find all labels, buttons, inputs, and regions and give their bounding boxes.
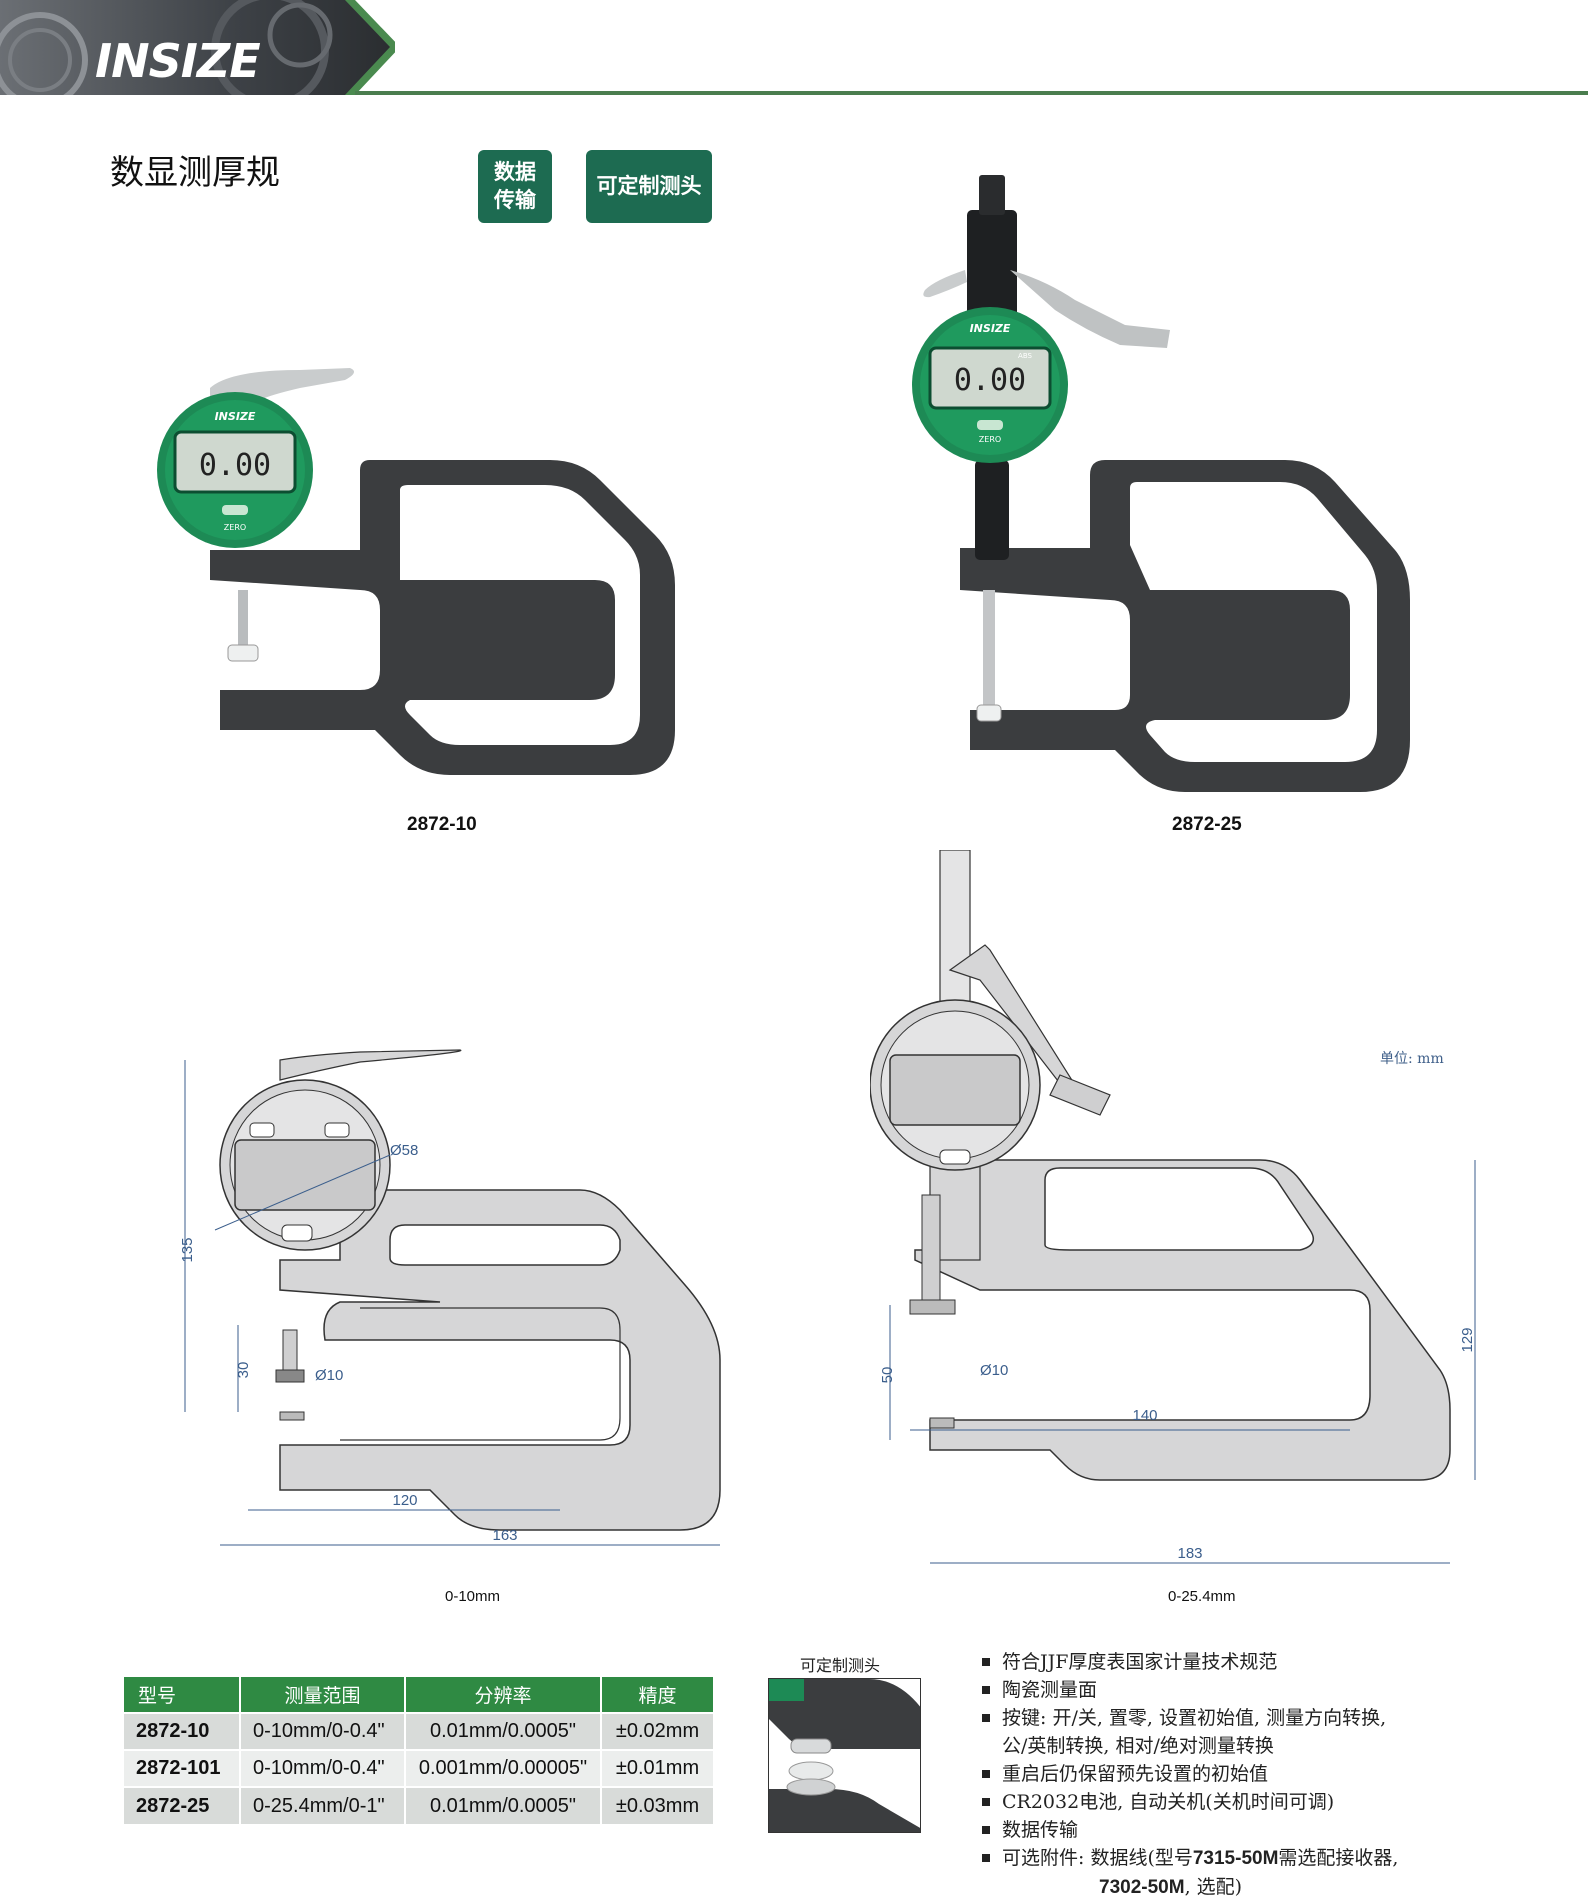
page-title: 数显测厚规 xyxy=(110,153,280,193)
list-item: 数据传输 xyxy=(982,1816,1582,1844)
dim-phi10-left: Ø10 xyxy=(315,1367,343,1384)
cell-range: 0-10mm/0-0.4" xyxy=(240,1712,406,1750)
technical-drawing-2872-25: 50 Ø10 140 129 183 xyxy=(869,849,1510,1580)
custom-probe-title: 可定制测头 xyxy=(800,1656,881,1675)
insize-logo: INSIZE xyxy=(95,34,261,88)
dim-30: 30 xyxy=(235,1362,252,1379)
spec-table: 型号 测量范围 分辨率 精度 2872-10 0-10mm/0-0.4" 0.0… xyxy=(124,1677,715,1824)
header-model: 型号 xyxy=(124,1677,241,1713)
header-banner-image xyxy=(0,0,395,95)
dim-phi58: Ø58 xyxy=(390,1142,418,1159)
cell-resolution: 0.01mm/0.0005" xyxy=(405,1786,602,1824)
caption-2872-10: 2872-10 xyxy=(407,814,477,835)
technical-drawing-2872-10: 135 30 Ø10 Ø58 120 163 xyxy=(160,1040,760,1580)
list-item: 符合JJF厚度表国家计量技术规范 xyxy=(982,1648,1582,1676)
table-row: 2872-10 0-10mm/0-0.4" 0.01mm/0.0005" ±0.… xyxy=(124,1712,715,1750)
cell-range: 0-10mm/0-0.4" xyxy=(240,1749,406,1787)
header: INSIZE xyxy=(0,0,1588,100)
dim-163: 163 xyxy=(492,1527,517,1544)
dial-brand: INSIZE xyxy=(215,410,256,423)
list-item: 重启后仍保留预先设置的初始值 xyxy=(982,1760,1582,1788)
lcd-reading: 0.00 xyxy=(954,363,1026,398)
list-item: 按键: 开/关, 置零, 设置初始值, 测量方向转换,公/英制转换, 相对/绝对… xyxy=(982,1704,1582,1760)
cell-accuracy: ±0.03mm xyxy=(601,1786,715,1824)
table-row: 2872-101 0-10mm/0-0.4" 0.001mm/0.00005" … xyxy=(124,1749,715,1787)
cell-accuracy: ±0.02mm xyxy=(601,1712,715,1750)
cell-model: 2872-25 xyxy=(124,1786,241,1824)
abs-button-label: ABS xyxy=(1018,352,1032,360)
unit-note: 单位: mm xyxy=(1380,1051,1444,1067)
list-item: CR2032电池, 自动关机(关机时间可调) xyxy=(982,1788,1582,1816)
table-row: 2872-25 0-25.4mm/0-1" 0.01mm/0.0005" ±0.… xyxy=(124,1786,715,1824)
dim-50: 50 xyxy=(879,1367,896,1384)
cell-accuracy: ±0.01mm xyxy=(601,1749,715,1787)
cell-resolution: 0.01mm/0.0005" xyxy=(405,1712,602,1750)
dim-183: 183 xyxy=(1177,1545,1202,1562)
table-header-row: 型号 测量范围 分辨率 精度 xyxy=(124,1677,715,1713)
dim-phi10-right: Ø10 xyxy=(980,1362,1008,1379)
dim-120: 120 xyxy=(392,1492,417,1509)
feature-list: 符合JJF厚度表国家计量技术规范 陶瓷测量面 按键: 开/关, 置零, 设置初始… xyxy=(982,1648,1582,1898)
header-divider xyxy=(355,91,1588,95)
custom-probe-image xyxy=(768,1678,921,1833)
header-resolution: 分辨率 xyxy=(405,1677,602,1713)
zero-button-label: ZERO xyxy=(979,435,1001,444)
cell-model: 2872-101 xyxy=(124,1749,241,1787)
dim-140: 140 xyxy=(1132,1407,1157,1424)
caption-2872-25: 2872-25 xyxy=(1172,814,1242,835)
cell-resolution: 0.001mm/0.00005" xyxy=(405,1749,602,1787)
range-caption-0-25-4: 0-25.4mm xyxy=(1168,1588,1236,1605)
header-accuracy: 精度 xyxy=(601,1677,715,1713)
dial-brand: INSIZE xyxy=(970,322,1011,335)
product-photo-2872-25: 0.00 ABS ZERO INSIZE xyxy=(905,170,1465,800)
cell-range: 0-25.4mm/0-1" xyxy=(240,1786,406,1824)
dim-129: 129 xyxy=(1459,1327,1476,1352)
header-range: 测量范围 xyxy=(240,1677,406,1713)
dim-135: 135 xyxy=(179,1237,196,1262)
cell-model: 2872-10 xyxy=(124,1712,241,1750)
range-caption-0-10: 0-10mm xyxy=(445,1588,501,1605)
badge-data-transfer: 数据传输 xyxy=(478,150,552,223)
lcd-reading: 0.00 xyxy=(199,448,271,483)
product-photo-2872-10: 0.00 ZERO INSIZE xyxy=(150,360,690,780)
zero-button-label: ZERO xyxy=(224,523,246,532)
list-item: 可选附件: 数据线(型号7315-50M需选配接收器,7302-50M, 选配) xyxy=(982,1844,1582,1898)
list-item: 陶瓷测量面 xyxy=(982,1676,1582,1704)
badge-custom-probe: 可定制测头 xyxy=(586,150,712,223)
